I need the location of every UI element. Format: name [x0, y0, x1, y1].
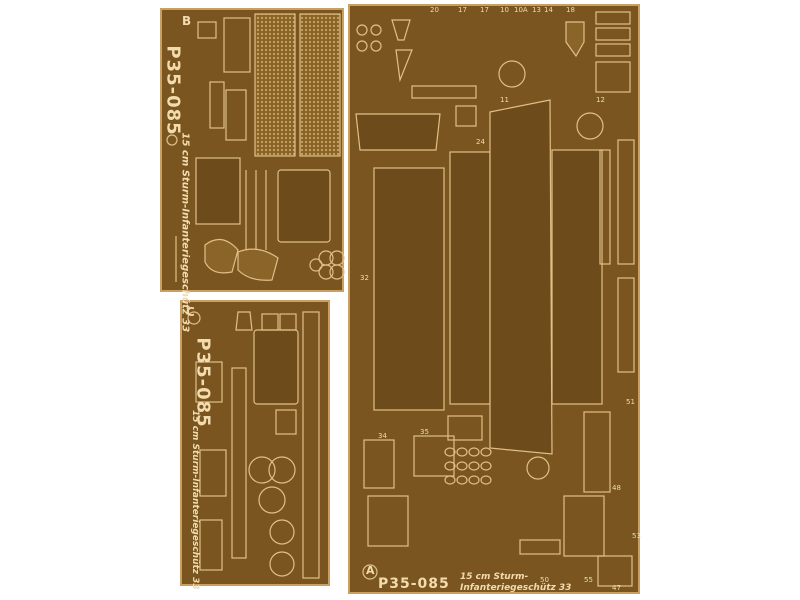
small-bracket-a3 [595, 43, 631, 57]
part-number: 17 [480, 6, 489, 14]
part-number: 11 [500, 96, 509, 104]
part-number: 20 [430, 6, 439, 14]
rivet-a3 [370, 24, 382, 36]
part-number: 55 [584, 576, 593, 584]
fret-a-code: P35-085 [378, 576, 450, 592]
hatch-panel-c [253, 329, 299, 405]
part-number: 50 [540, 576, 549, 584]
disc-b2 [329, 250, 345, 266]
fret-a-parts [355, 11, 635, 587]
part-number: 51 [626, 398, 635, 406]
gear-part [526, 456, 550, 480]
strip-a1 [599, 149, 611, 265]
fret-a-title-line1: 15 cm Sturm- [460, 572, 529, 582]
rivet-a1 [356, 24, 368, 36]
disc-b4 [329, 264, 345, 280]
fret-b-code: P35-085 [162, 45, 184, 136]
small-bracket-a2 [595, 27, 631, 41]
rivet-a4 [370, 40, 382, 52]
hinge-part-1 [391, 19, 411, 41]
fret-c-title: 15 cm Sturm-Infanteriegeschütz 33 [190, 410, 200, 590]
mudguard-top [355, 113, 441, 151]
part-number: 24 [476, 138, 485, 146]
disc-c3 [258, 486, 286, 514]
side-skirt-left [373, 167, 445, 411]
part-number: 14 [544, 6, 553, 14]
disc-b3 [318, 264, 334, 280]
part-number: 34 [378, 432, 387, 440]
disc-c1 [248, 456, 276, 484]
fret-b-title: 15 cm Sturm-Infanteriegeschütz 33 [179, 132, 191, 333]
fret-a-letter: A [366, 564, 375, 577]
periscope-disc-2 [576, 112, 604, 140]
side-skirt-2 [449, 151, 491, 405]
part-number: 10 [500, 6, 509, 14]
small-bracket-c3 [275, 409, 297, 435]
part-number: 12 [596, 96, 605, 104]
side-skirt-right [551, 149, 603, 405]
curved-plate-b2 [237, 248, 279, 281]
rivet-c1 [187, 311, 201, 325]
small-bracket-a1 [595, 11, 631, 25]
disc-c2 [268, 456, 296, 484]
part-number: 32 [360, 274, 369, 282]
parts-grid-4 [583, 411, 611, 493]
periscope-disc-1 [498, 60, 526, 88]
disc-c5 [269, 551, 295, 577]
rivet-b1 [166, 134, 178, 146]
part-number: 18 [566, 6, 575, 14]
small-bracket-b2 [209, 81, 225, 129]
small-bracket-a4 [595, 61, 631, 93]
side-skirt-center [489, 99, 553, 455]
fret-b-letter: B [182, 14, 192, 28]
strip-a2 [617, 139, 635, 265]
shield-c [235, 311, 253, 331]
part-number: 47 [612, 584, 621, 592]
small-bracket-c2 [279, 313, 297, 331]
hinge-part-2 [395, 49, 413, 83]
fret-a-title-line2: Infanteriegeschütz 33 [460, 583, 572, 593]
parts-grid-7 [367, 495, 409, 547]
parts-grid-2 [413, 435, 455, 477]
disc-b5 [309, 258, 323, 272]
fret-c-letter: C [186, 305, 195, 319]
strip-c2 [231, 367, 247, 559]
part-number: 10A [514, 6, 528, 14]
small-bracket-b1 [223, 17, 251, 73]
small-discs-row [444, 447, 492, 485]
parts-grid-3 [447, 415, 483, 441]
tab-grid-c1 [195, 361, 223, 403]
vision-block [565, 21, 585, 58]
tab-grid-c2 [199, 449, 227, 497]
tab-grid-c3 [199, 519, 223, 571]
small-bracket-a6 [455, 105, 477, 127]
small-bracket-a7 [519, 539, 561, 555]
parts-grid-1 [363, 439, 395, 489]
rivet-a5 [362, 564, 378, 580]
part-number: 17 [458, 6, 467, 14]
long-strip-c [302, 311, 320, 579]
curved-plate-b1 [204, 239, 239, 274]
small-bracket-c1 [261, 313, 279, 331]
fret-b-parts [166, 13, 345, 282]
rivet-a2 [356, 40, 368, 52]
strip-a3 [617, 277, 635, 373]
mesh-grille-right [299, 13, 341, 157]
engine-deck-panel [195, 157, 241, 225]
small-bracket-b3 [225, 89, 247, 141]
part-number: 35 [420, 428, 429, 436]
part-number: 53 [632, 532, 641, 540]
small-bracket-a5 [411, 85, 477, 99]
hatch-panel [277, 169, 331, 243]
parts-grid-5 [563, 495, 605, 557]
disc-c4 [269, 519, 295, 545]
part-number: 48 [612, 484, 621, 492]
part-number: 13 [532, 6, 541, 14]
fret-c-parts [187, 311, 320, 579]
small-bracket-b4 [197, 21, 217, 39]
parts-grid-6 [597, 555, 633, 587]
mesh-grille-left [254, 13, 296, 157]
